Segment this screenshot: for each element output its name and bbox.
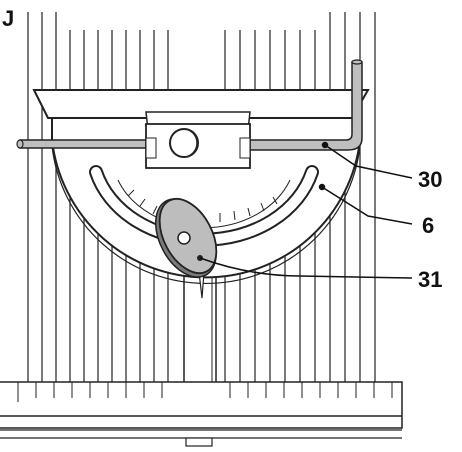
callout-leaders	[199, 141, 413, 279]
callout-label-6: 6	[422, 213, 434, 238]
bottom-scale-bar	[0, 381, 403, 447]
protractor-scale-ticks	[127, 189, 278, 222]
hex-key	[16, 59, 363, 151]
clamp-block	[145, 111, 251, 169]
clamp-screw	[169, 128, 199, 158]
locking-knob	[154, 198, 218, 278]
callout-label-30: 30	[418, 167, 442, 192]
callout-label-31: 31	[418, 267, 442, 292]
panel-letter: J	[2, 6, 14, 31]
